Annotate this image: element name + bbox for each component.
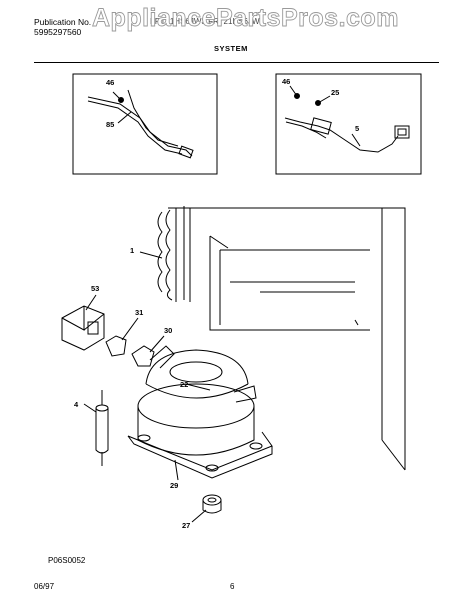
- callout-1: 1: [130, 246, 135, 255]
- callout-31: 31: [135, 308, 144, 317]
- footer-date: 06/97: [34, 582, 55, 591]
- publication-label: Publication No.: [34, 17, 92, 27]
- section-title: SYSTEM: [214, 44, 248, 53]
- inset-box-left: [72, 73, 218, 175]
- model-line: FRT21HS6JW3 FRT21HS6JW3: [150, 17, 264, 26]
- callout-4: 4: [74, 400, 79, 409]
- callout-46-right: 46: [282, 77, 291, 86]
- callout-30: 30: [164, 326, 173, 335]
- callout-22: 22: [180, 380, 189, 389]
- publication-number: 5995297560: [34, 27, 82, 37]
- callout-25: 25: [331, 88, 340, 97]
- header-rule: [34, 62, 439, 63]
- figure-code: P06S0052: [48, 556, 86, 565]
- callout-27: 27: [182, 521, 191, 530]
- callout-85: 85: [106, 120, 115, 129]
- callout-29: 29: [170, 481, 179, 490]
- page-number: 6: [230, 582, 235, 591]
- callout-5: 5: [355, 124, 360, 133]
- callout-53: 53: [91, 284, 100, 293]
- inset-box-right: [275, 73, 422, 175]
- callout-46-left: 46: [106, 78, 115, 87]
- watermark: AppliancePartsPros.com: [92, 4, 399, 33]
